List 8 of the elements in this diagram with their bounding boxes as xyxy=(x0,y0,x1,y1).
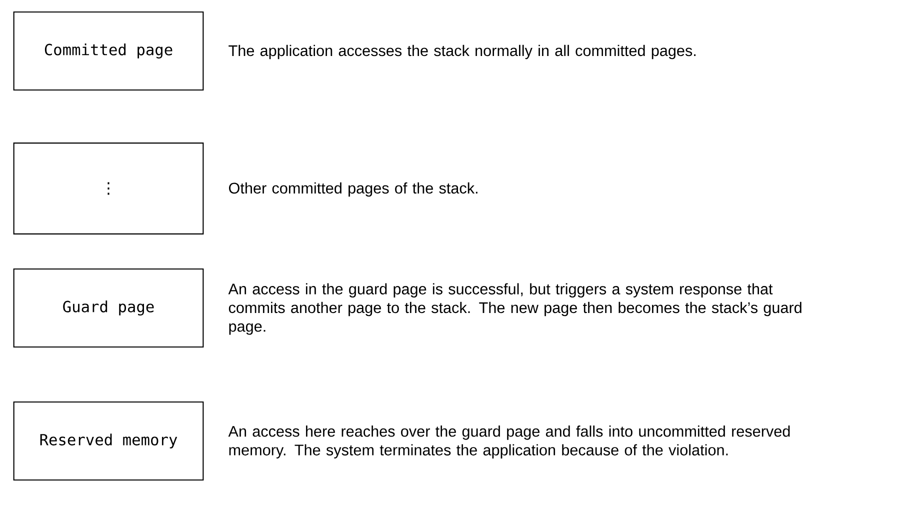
memory-page-box: Guard page xyxy=(13,268,204,348)
memory-page-box: Committed page xyxy=(13,11,204,91)
description-text: The application accesses the stack normally in all committed pages. xyxy=(228,44,696,60)
description-text: Other committed pages of the stack. xyxy=(229,182,478,197)
memory-page-box: ⋮ xyxy=(13,142,204,234)
description-text: An access in the guard page is successful, but triggers a system response that commits another page to the stack. The new page then becomes the stack’s guard page. xyxy=(228,283,802,335)
memory-page-box: Reserved memory xyxy=(13,401,204,481)
description-text: An access here reaches over the guard page and falls into uncommitted reserved memory. The system terminates the application because of the violation. xyxy=(228,426,790,458)
